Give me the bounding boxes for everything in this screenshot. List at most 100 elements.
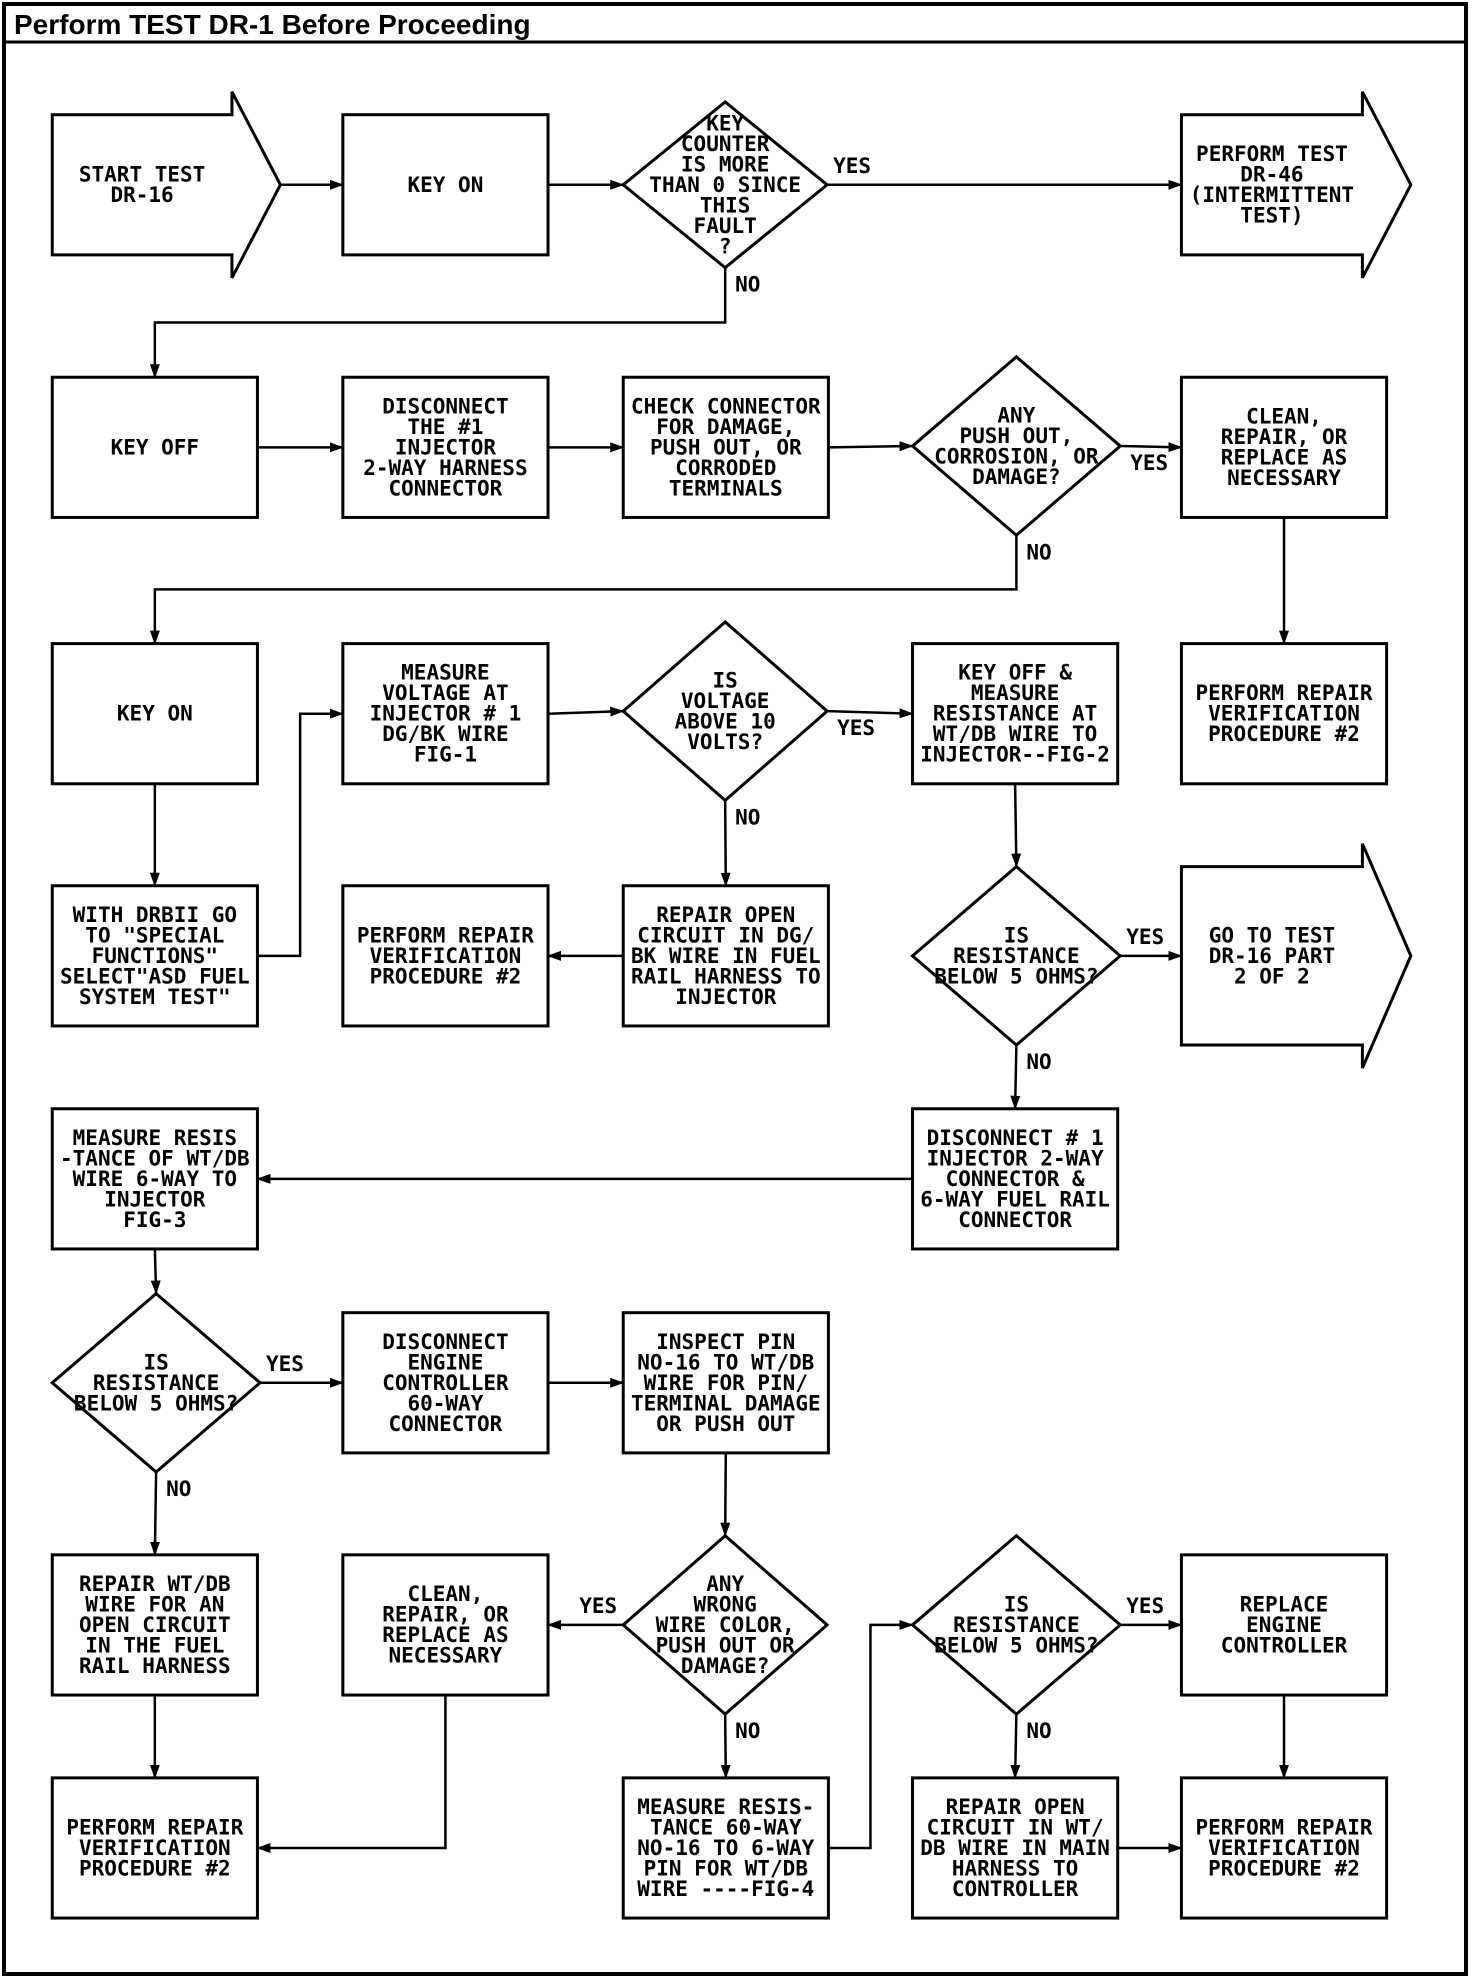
flow-node-keyon1: KEY ON [341,113,550,257]
node-label-line: 60-WAY [407,1391,483,1415]
node-label-line: BK WIRE IN FUEL [631,944,821,968]
node-label-line: WIRE FOR AN [85,1592,224,1616]
process-box [621,1311,830,1455]
flow-connector [149,535,1018,645]
node-label-line: VOLTAGE AT [382,681,508,705]
node-label-line: DR-16 PART [1209,944,1335,968]
node-label-line: SYSTEM TEST" [79,985,231,1009]
node-label-line: PIN FOR WT/DB [644,1856,808,1880]
node-label-line: IS [1004,923,1029,947]
process-box [1179,1553,1389,1697]
process-box [50,1776,259,1920]
node-label-line: COUNTER [681,132,770,156]
edge-label-yes: YES [837,716,875,740]
node-label-line: 2-WAY HARNESS [363,456,527,480]
node-label-line: RESISTANCE [953,1613,1079,1637]
node-label-line: VOLTAGE [681,689,770,713]
edge-label-no: NO [735,805,760,829]
node-label-line: PUSH OUT, [959,424,1073,448]
flow-connector [720,800,731,887]
node-label-line: NO-16 TO 6-WAY [637,1836,814,1860]
node-label-line: IN THE FUEL [85,1633,224,1657]
node-label-line: INJECTOR--FIG-2 [920,743,1110,767]
node-label-line: -TANCE OF WT/DB [60,1146,250,1170]
page-title: Perform TEST DR-1 Before Proceeding [14,9,531,40]
process-box [341,113,550,257]
node-label-line: ENGINE [407,1350,483,1374]
flow-node-keyon2: KEY ON [50,642,259,786]
process-box [50,884,259,1028]
node-label-line: (INTERMITTENT [1190,183,1354,207]
flow-connector [256,1695,447,1853]
node-label-line: KEY OFF & [958,661,1072,685]
process-box [1179,375,1389,519]
decision-diamond [620,1533,830,1717]
node-label-line: KEY [706,111,744,135]
flow-connector [720,1452,731,1537]
node-label-line: DISCONNECT [382,394,508,418]
node-label-line: WT/DB WIRE TO [933,722,1097,746]
node-label-line: WIRE FOR PIN/ [644,1371,808,1395]
edge-label-yes: YES [579,1594,617,1618]
node-label-line: ANY [997,403,1035,427]
process-box [911,1776,1120,1920]
node-label-line: DAMAGE? [972,465,1061,489]
node-label-line: WIRE ----FIG-4 [637,1877,814,1901]
node-label-line: DR-46 [1240,163,1303,187]
process-box [341,884,550,1028]
decision-diamond [620,100,830,270]
node-label-line: VERIFICATION [370,944,522,968]
decision-diamond [49,1291,263,1474]
node-label-line: IS [1004,1592,1029,1616]
node-label-line: CONTROLLER [1221,1633,1348,1657]
node-label-line: WIRE COLOR, [656,1613,795,1637]
process-box [621,884,830,1028]
node-label-line: FIG-1 [414,743,477,767]
edge-label-yes: YES [1126,925,1164,949]
process-box [911,1107,1120,1251]
node-label-line: DISCONNECT # 1 [927,1126,1104,1150]
process-box [50,1107,259,1251]
node-label-line: TERMINAL DAMAGE [631,1391,821,1415]
flow-node-keyoff: KEY OFF [50,375,259,519]
flow-connector [1011,783,1022,868]
node-label-line: MEASURE RESIS [73,1126,237,1150]
node-label-line: VERIFICATION [1208,702,1360,726]
process-box [341,1311,550,1455]
flow-connector [150,1248,161,1295]
node-label-line: CONTROLLER [382,1371,509,1395]
node-label-line: WIRE 6-WAY TO [73,1167,237,1191]
node-label-line: REPLACE AS [382,1623,508,1647]
node-label-line: CONTROLLER [952,1877,1079,1901]
node-label-line: REPAIR, OR [1221,425,1348,449]
node-label-line: INJECTOR 2-WAY [927,1146,1104,1170]
node-label-line: WITH DRBII GO [73,903,237,927]
node-label-line: DR-16 [110,183,173,207]
node-label-line: INSPECT PIN [656,1330,795,1354]
node-label-line: TANCE 60-WAY [650,1815,802,1839]
edge-label-yes: YES [833,154,871,178]
node-label-line: REPLACE AS [1221,446,1347,470]
node-label-line: CONNECTOR [958,1208,1072,1232]
node-label-line: REPLACE [1240,1592,1329,1616]
node-label-line: PERFORM REPAIR [357,923,534,947]
edge-label-yes: YES [1130,451,1168,475]
terminal-arrow [50,91,283,279]
